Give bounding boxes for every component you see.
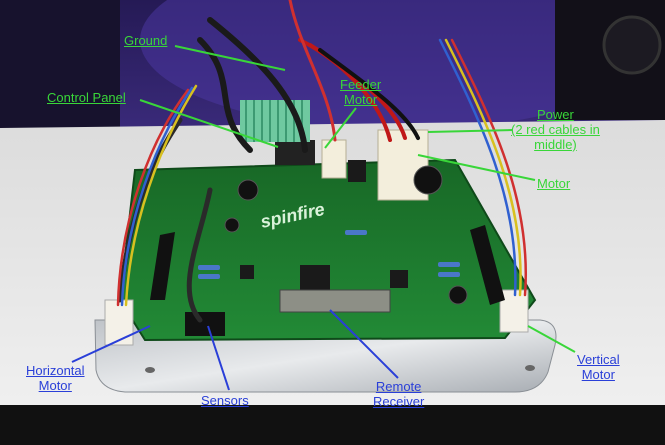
horizontal-motor-label[interactable]: Horizontal Motor — [26, 363, 85, 393]
vertical-motor-label[interactable]: Vertical Motor — [577, 352, 620, 382]
ground-label[interactable]: Ground — [124, 33, 168, 48]
motor-label[interactable]: Motor — [537, 176, 571, 191]
sensors-label[interactable]: Sensors — [201, 393, 249, 408]
remote-receiver-label[interactable]: Remote Receiver — [373, 379, 425, 409]
power-label[interactable]: Power (2 red cables in middle) — [511, 107, 600, 152]
feeder-motor-label[interactable]: Feeder Motor — [340, 77, 382, 107]
control-panel-label[interactable]: Control Panel — [47, 90, 126, 105]
